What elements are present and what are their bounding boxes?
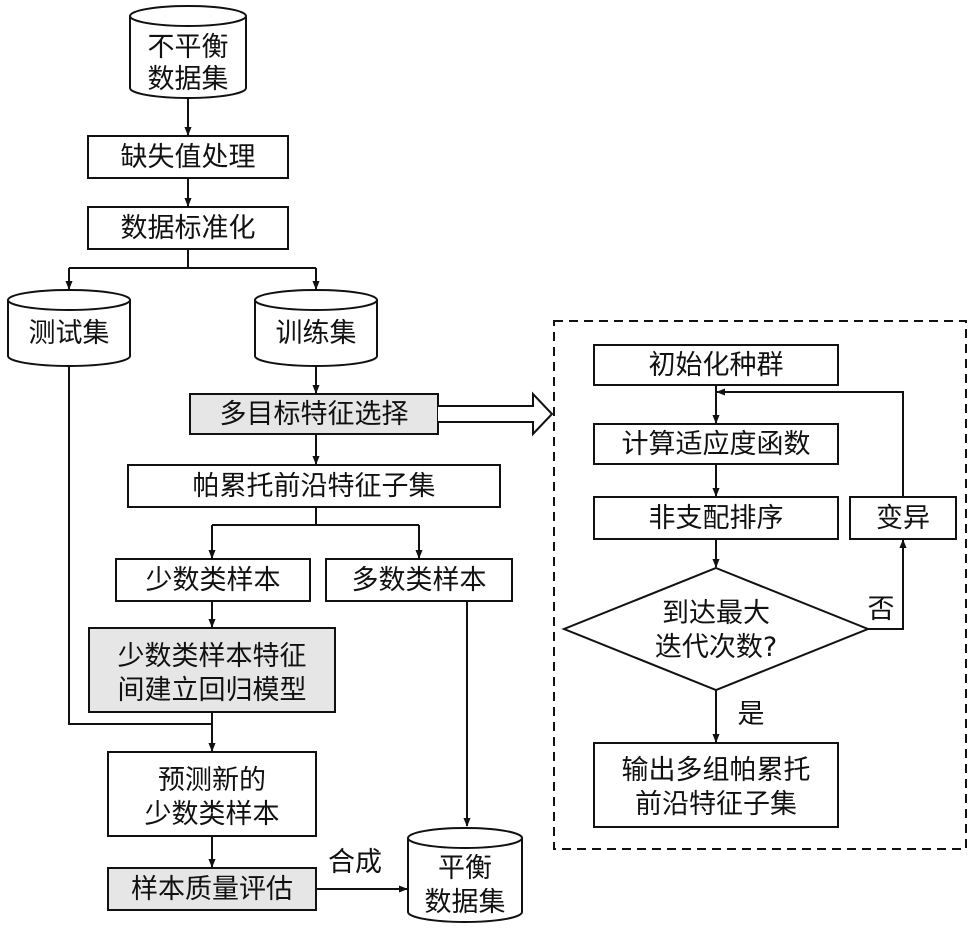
test-set-cylinder bbox=[7, 289, 131, 367]
standardize-box bbox=[87, 206, 289, 250]
mutation-label: 变异 bbox=[876, 503, 930, 534]
moo-feature-select-label: 多目标特征选择 bbox=[220, 399, 409, 430]
pareto-subset-box bbox=[127, 464, 501, 508]
balanced-dataset-label: 数据集 bbox=[425, 887, 506, 918]
minority-samples-label: 少数类样本 bbox=[146, 565, 281, 596]
test-set-label: 测试集 bbox=[29, 318, 110, 349]
imbalanced-dataset-label: 不平衡 bbox=[148, 32, 229, 63]
missing-values-label: 缺失值处理 bbox=[121, 142, 256, 173]
quality-eval-box bbox=[107, 867, 317, 911]
compute-fitness-label: 计算适应度函数 bbox=[622, 429, 811, 460]
missing-values-box bbox=[87, 135, 289, 179]
imbalanced-dataset-label: 数据集 bbox=[148, 64, 229, 95]
majority-samples-box bbox=[325, 558, 513, 602]
predict-minority-label: 预测新的 bbox=[158, 765, 266, 796]
edge-decision-no bbox=[868, 539, 907, 630]
max-iter-check-label: 到达最大 bbox=[662, 598, 770, 629]
expand-arrow bbox=[438, 391, 554, 437]
mutation-box bbox=[849, 496, 957, 540]
output-subsets-label: 输出多组帕累托 bbox=[622, 755, 811, 786]
max-iter-decision bbox=[561, 566, 871, 692]
quality-eval-label: 样本质量评估 bbox=[131, 874, 293, 905]
regression-model-box bbox=[88, 627, 336, 713]
output-subsets-label: 前沿特征子集 bbox=[635, 789, 797, 820]
edge-label-no: 否 bbox=[868, 594, 895, 625]
train-set-label: 训练集 bbox=[276, 318, 357, 349]
edge-label-synthesize: 合成 bbox=[328, 847, 382, 878]
regression-model-label: 间建立回归模型 bbox=[118, 675, 307, 706]
predict-minority-label: 少数类样本 bbox=[145, 799, 280, 830]
imbalanced-dataset-cylinder bbox=[129, 5, 247, 99]
edge-label-yes: 是 bbox=[738, 699, 765, 730]
balanced-dataset-label: 平衡 bbox=[438, 853, 492, 884]
balanced-dataset-cylinder bbox=[407, 827, 523, 923]
ga-process-container bbox=[553, 320, 967, 850]
max-iter-check-label: 迭代次数? bbox=[655, 632, 777, 663]
edge-test-to-predict bbox=[68, 366, 212, 725]
init-population-box bbox=[593, 344, 839, 386]
standardize-label: 数据标准化 bbox=[121, 213, 256, 244]
minority-samples-box bbox=[115, 558, 311, 602]
regression-model-label: 少数类样本特征 bbox=[118, 641, 307, 672]
predict-minority-box bbox=[107, 751, 317, 837]
output-subsets-box bbox=[593, 742, 839, 828]
nondominated-sort-label: 非支配排序 bbox=[649, 503, 784, 534]
init-population-label: 初始化种群 bbox=[649, 350, 784, 381]
majority-samples-label: 多数类样本 bbox=[352, 565, 487, 596]
edge-mutation-loop bbox=[716, 388, 904, 497]
pareto-subset-label: 帕累托前沿特征子集 bbox=[193, 471, 436, 502]
